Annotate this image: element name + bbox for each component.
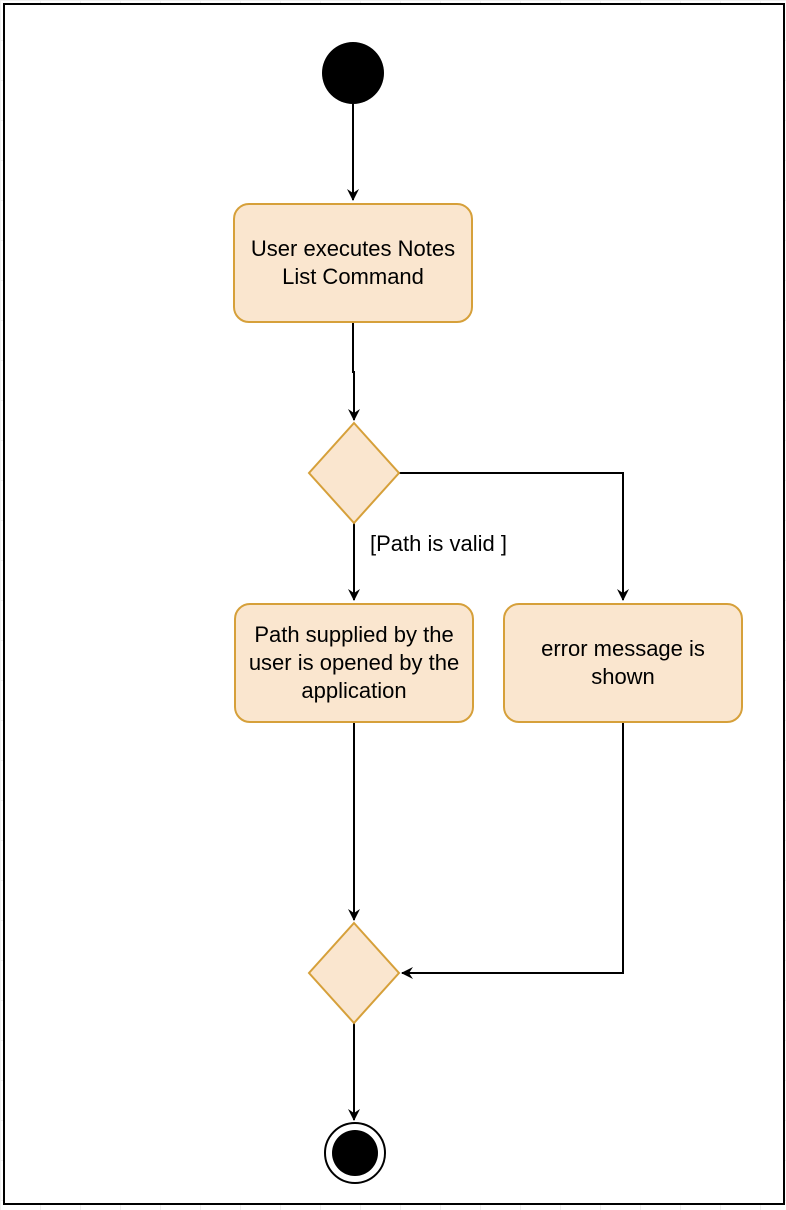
action-show-error-label: error message is shown (541, 636, 705, 689)
end-node-core (332, 1130, 378, 1176)
decision-node (307, 421, 401, 525)
guard-path-valid: [Path is valid ] (370, 531, 507, 556)
edge-decision-to-error (399, 472, 629, 601)
action-open-path: Path supplied by the user is opened by t… (234, 603, 474, 723)
merge-node (307, 921, 401, 1025)
edge-execute-to-decision (348, 323, 360, 421)
action-execute-command: User executes Notes List Command (233, 203, 473, 323)
action-open-path-label: Path supplied by the user is opened by t… (248, 622, 460, 703)
action-show-error: error message is shown (503, 603, 743, 723)
action-execute-command-label: User executes Notes List Command (250, 236, 456, 289)
start-node (322, 42, 384, 104)
edge-error-to-merge (401, 723, 624, 979)
